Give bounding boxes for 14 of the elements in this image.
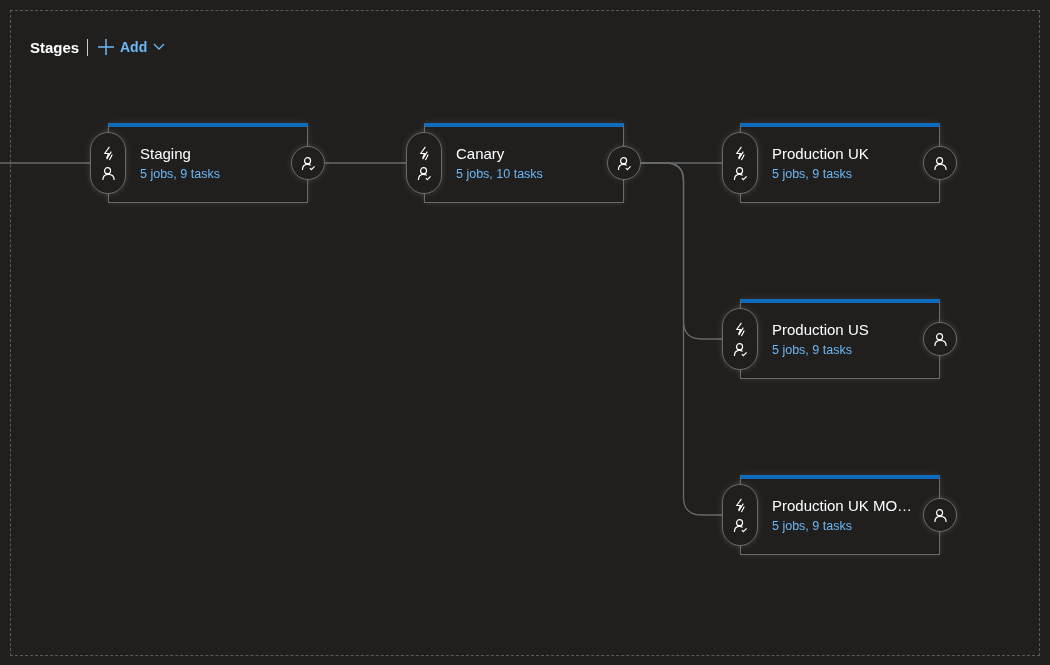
- add-button: Add: [96, 36, 168, 58]
- connector-line: [0, 162, 91, 164]
- stage-summary: 5 jobs, 10 tasks: [456, 167, 544, 181]
- stage-name: Canary: [456, 145, 506, 162]
- stage-name: Production UK: [772, 145, 870, 162]
- stage-name: Staging: [140, 145, 192, 162]
- connector-line: [324, 162, 407, 164]
- stage-summary: 5 jobs, 9 tasks: [772, 343, 853, 357]
- stage-summary: 5 jobs, 9 tasks: [140, 167, 221, 181]
- stage-name: Production US: [772, 321, 870, 338]
- stage-name: Production UK MO…: [772, 497, 914, 514]
- section-title: Stages: [30, 39, 80, 56]
- stage-summary: 5 jobs, 9 tasks: [772, 167, 853, 181]
- stage-summary: 5 jobs, 9 tasks: [772, 519, 853, 533]
